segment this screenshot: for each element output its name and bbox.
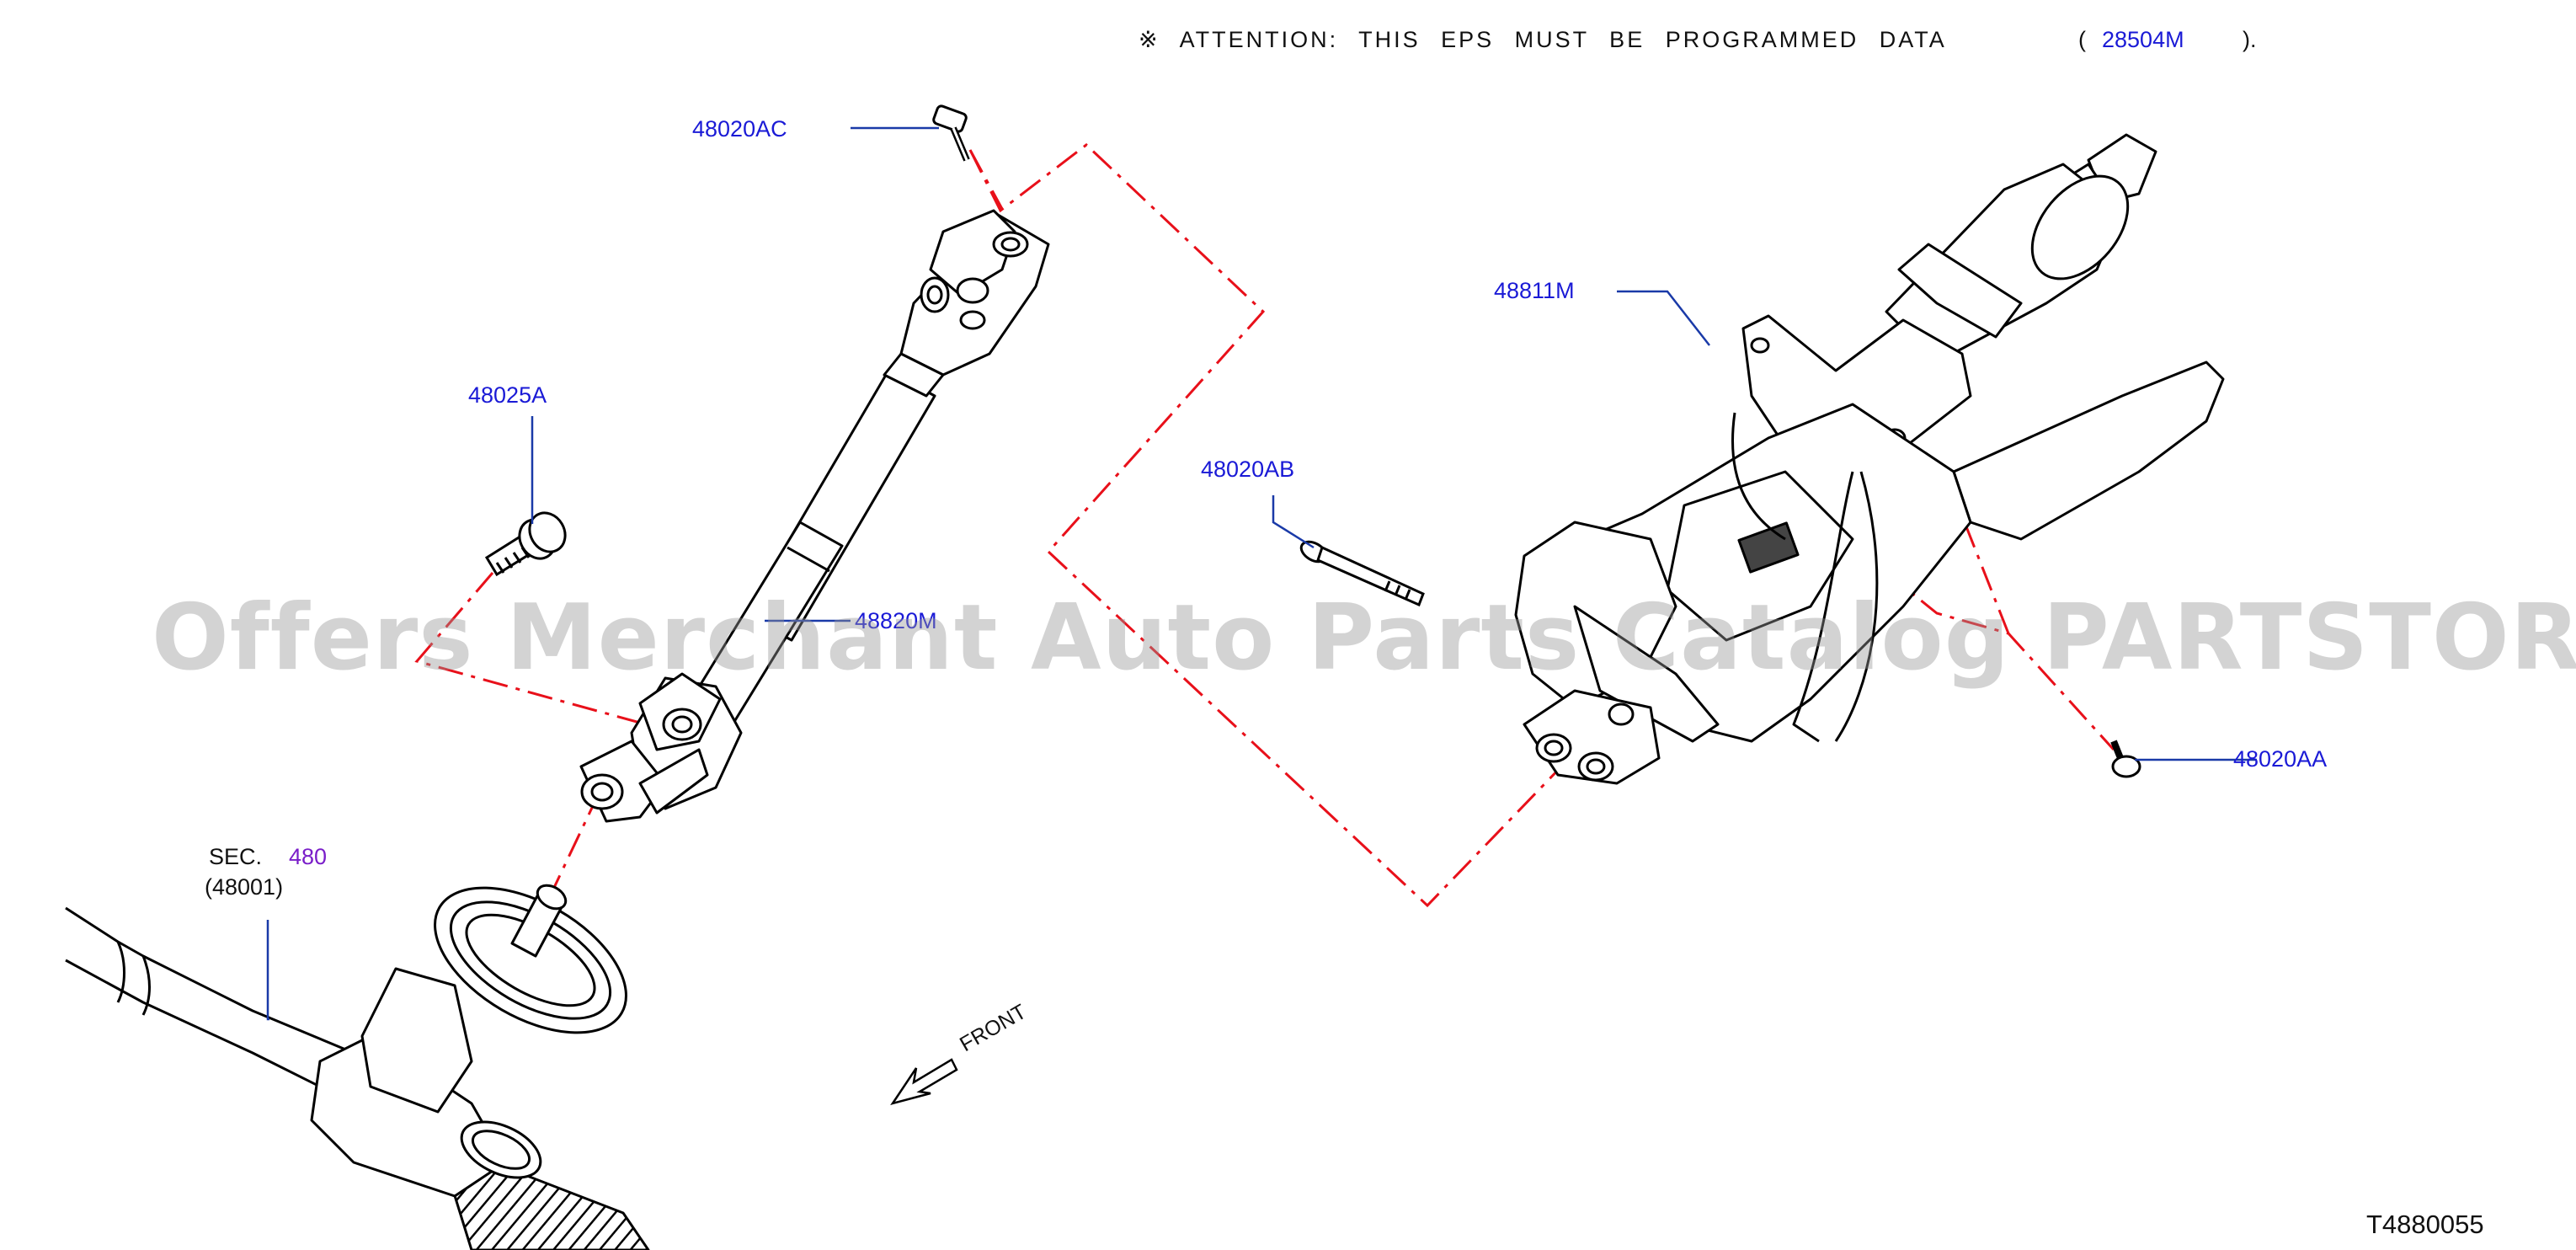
callout-leader-lines <box>266 126 2257 1021</box>
part-callout-48020AB[interactable]: 48020AB <box>1201 457 1295 482</box>
section-ref-prefix: SEC. <box>209 844 263 869</box>
part-callout-48025A[interactable]: 48025A <box>468 382 547 408</box>
bolt-48020AC-illustration <box>932 104 970 162</box>
bolt-48020AA-illustration <box>2110 740 2141 778</box>
attention-text: ATTENTION: THIS EPS MUST BE PROGRAMMED D… <box>1179 27 1947 52</box>
ref-close-paren: ). <box>2243 27 2257 52</box>
part-callout-48811M[interactable]: 48811M <box>1494 278 1575 303</box>
part-callout-48820M[interactable]: 48820M <box>855 608 937 633</box>
steering-column-illustration <box>1514 133 2225 785</box>
section-ref-link-480[interactable]: 480 <box>289 844 328 869</box>
section-ref-part: (48001) <box>205 874 284 900</box>
part-callout-48020AA[interactable]: 48020AA <box>2233 746 2328 772</box>
steering-gear-illustration <box>65 884 650 1250</box>
eps-part-link-28504M[interactable]: 28504M <box>2102 27 2184 52</box>
front-direction-arrow <box>890 1058 958 1106</box>
diagram-id: T4880055 <box>2366 1210 2484 1239</box>
ref-open-paren: ( <box>2078 27 2086 52</box>
attention-note: ※ ATTENTION: THIS EPS MUST BE PROGRAMMED… <box>1139 27 1947 53</box>
bolt-48020AB-illustration <box>1299 540 1425 607</box>
part-callout-48020AC[interactable]: 48020AC <box>692 116 787 142</box>
intermediate-shaft-illustration <box>579 209 1050 823</box>
bolt-48025A-illustration <box>484 511 567 577</box>
attention-mark: ※ <box>1139 27 1160 52</box>
